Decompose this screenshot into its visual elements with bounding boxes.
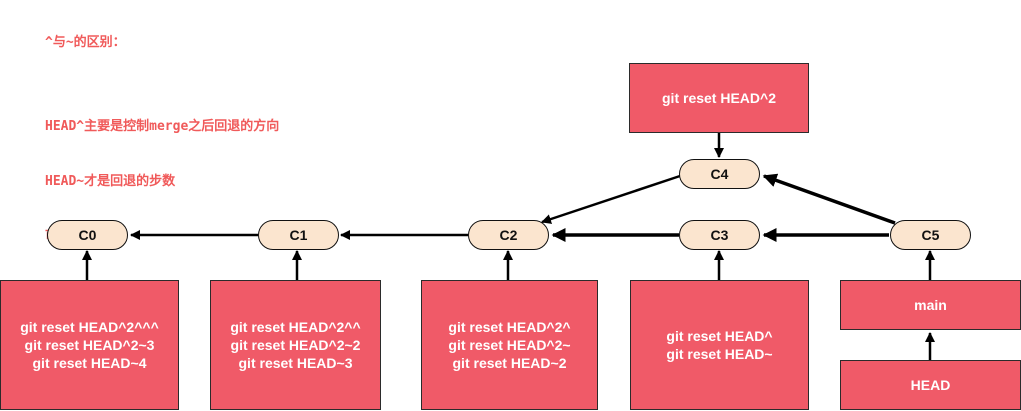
label-c0-line-3: git reset HEAD~4: [32, 355, 147, 371]
note-line-tilde: HEAD~才是回退的步数: [45, 174, 176, 189]
label-c4-line: git reset HEAD^2: [662, 90, 776, 106]
edge-c5-to-c4: [762, 173, 896, 225]
label-c0-line-2: git reset HEAD^2~3: [24, 337, 155, 353]
label-c3-line-1: git reset HEAD^: [666, 328, 773, 344]
label-c1-line-3: git reset HEAD~3: [238, 355, 353, 371]
note-line-caret: HEAD^主要是控制merge之后回退的方向: [45, 119, 280, 134]
branch-box-main: main: [840, 280, 1021, 330]
label-box-c3: git reset HEAD^ git reset HEAD~: [630, 280, 809, 410]
commit-c5: C5: [890, 220, 971, 250]
label-c2-line-1: git reset HEAD^2^: [448, 319, 571, 335]
head-label: HEAD: [910, 377, 951, 393]
label-box-c0: git reset HEAD^2^^^ git reset HEAD^2~3 g…: [0, 280, 179, 410]
label-c3-line-2: git reset HEAD~: [666, 346, 773, 362]
commit-c2: C2: [468, 220, 549, 250]
label-c2-line-3: git reset HEAD~2: [452, 355, 567, 371]
label-box-c1: git reset HEAD^2^^ git reset HEAD^2~2 gi…: [210, 280, 381, 410]
head-box: HEAD: [840, 360, 1021, 410]
notes-title: ^与~的区别：: [45, 35, 126, 50]
label-c2-line-2: git reset HEAD^2~: [448, 337, 571, 353]
commit-c3: C3: [679, 220, 760, 250]
label-c1-line-2: git reset HEAD^2~2: [230, 337, 361, 353]
label-c0-line-1: git reset HEAD^2^^^: [20, 319, 159, 335]
branch-label: main: [914, 297, 947, 313]
label-box-c2: git reset HEAD^2^ git reset HEAD^2~ git …: [421, 280, 598, 410]
commit-c4: C4: [679, 159, 760, 189]
label-box-c4: git reset HEAD^2: [629, 63, 809, 133]
label-c1-line-1: git reset HEAD^2^^: [230, 319, 361, 335]
commit-c0: C0: [47, 220, 128, 250]
edge-c4-to-c2: [541, 174, 681, 224]
commit-c1: C1: [258, 220, 339, 250]
